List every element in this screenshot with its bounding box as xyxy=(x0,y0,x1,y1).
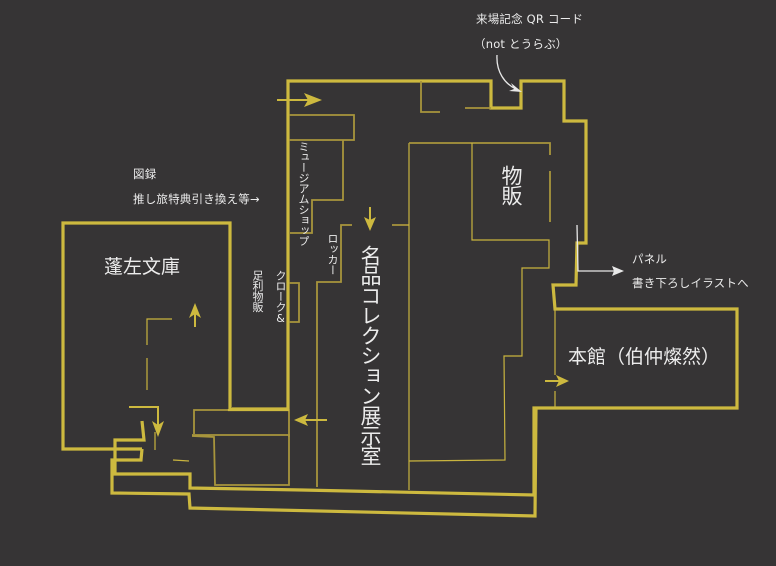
down-arrow-icon xyxy=(364,207,376,231)
room-cloak: クローク& xyxy=(274,270,287,325)
outer-walls xyxy=(61,79,739,518)
direction-arrows xyxy=(129,93,569,437)
panel-illustration-label: 書き下ろしイラストへ xyxy=(632,276,749,290)
room-locker: ロッカー xyxy=(326,233,339,275)
panel-label: パネル xyxy=(632,252,668,266)
room-museum-shop: ミュージアムショップ xyxy=(297,141,310,246)
room-merch: 物販 xyxy=(499,165,523,205)
qr-pointer-arrow-icon xyxy=(496,54,522,92)
room-housa-bunko: 蓬左文庫 xyxy=(104,256,181,278)
entrance-arrow-icon xyxy=(277,93,322,107)
qr-code-label: 来場記念 QR コード xyxy=(476,12,584,26)
up-arrow-icon xyxy=(189,303,201,327)
panel-pointer-arrow-icon xyxy=(576,224,624,276)
catalog-exchange-label: 推し旅特典引き換え等→ xyxy=(133,192,260,206)
room-ashikaga-merch: 足利物販 xyxy=(251,270,264,312)
qr-code-note: （not とうらぶ） xyxy=(474,37,568,51)
down-arrow-bunko-icon xyxy=(129,406,164,437)
inner-walls xyxy=(146,81,556,490)
room-exhibition: 名品コレクション展示室 xyxy=(358,245,382,465)
catalog-label: 図録 xyxy=(133,167,157,181)
right-arrow-main-building-icon xyxy=(545,375,569,387)
room-main-building: 本館（伯仲燦然） xyxy=(568,346,721,368)
pointer-arrows xyxy=(496,54,624,276)
left-arrow-icon xyxy=(294,414,327,426)
